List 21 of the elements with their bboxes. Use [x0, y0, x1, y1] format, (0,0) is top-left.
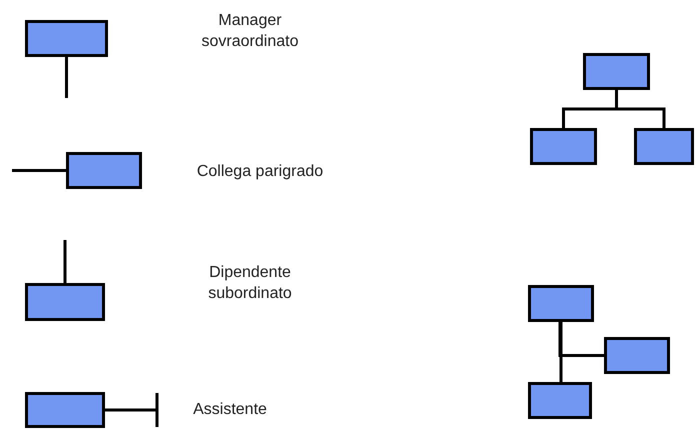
position-box [66, 152, 142, 189]
role-caption: Collega parigrado [196, 162, 324, 182]
role-caption: Dipendente subordinato [207, 263, 293, 304]
connector-line [615, 90, 666, 128]
role-caption: Manager sovraordinato [200, 11, 300, 52]
stub-line [105, 392, 158, 428]
position-box [604, 337, 670, 374]
position-box [25, 20, 108, 57]
position-box [634, 128, 694, 165]
stub-line [64, 240, 66, 283]
position-box [530, 128, 597, 165]
position-box [25, 283, 105, 321]
stub-line [12, 169, 66, 172]
stub-line [65, 57, 68, 98]
position-box [528, 285, 594, 322]
connector-line [558, 322, 604, 357]
position-box [25, 392, 105, 428]
role-caption: Assistente [192, 400, 268, 420]
position-box [583, 53, 650, 90]
connector-line [560, 322, 562, 382]
position-box [528, 382, 592, 419]
